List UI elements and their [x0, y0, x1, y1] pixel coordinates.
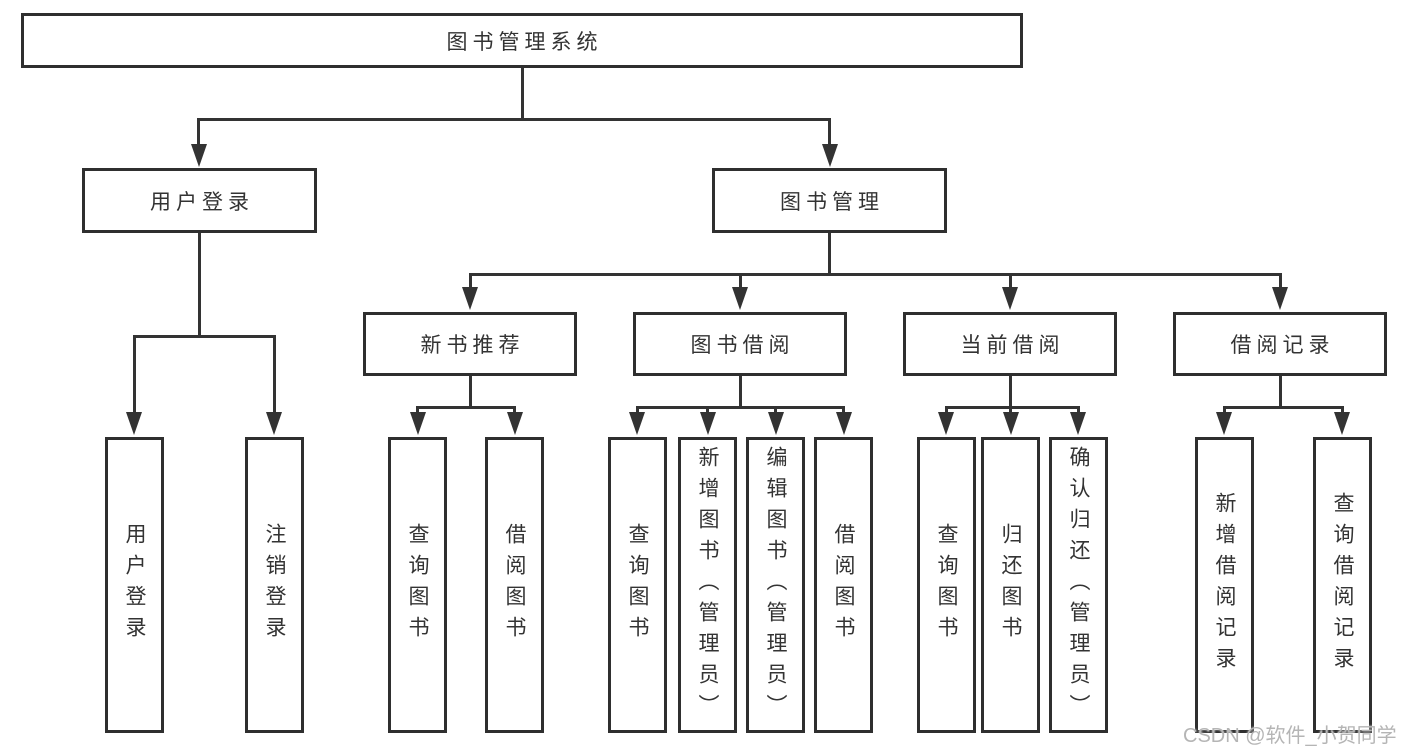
connector-rail — [416, 406, 516, 409]
leaf-return-books: 归还图书 — [981, 437, 1040, 733]
leaf-label: 新增借阅记录 — [1213, 492, 1236, 678]
connector-book-management-rail — [468, 273, 1282, 276]
arrowhead-down-icon — [732, 287, 748, 310]
connector-stem — [1008, 376, 1012, 409]
leaf-label: 注销登录 — [263, 523, 286, 647]
arrowhead-down-icon — [266, 412, 282, 435]
connector-drop — [513, 406, 516, 415]
connector-rail — [944, 406, 1080, 409]
leaf-label: 借阅图书 — [832, 523, 855, 647]
connector-drop — [1278, 273, 1282, 290]
arrowhead-down-icon — [1334, 412, 1350, 435]
connector-stem — [738, 376, 742, 409]
arrowhead-down-icon — [506, 412, 523, 435]
leaf-label: 借阅图书 — [503, 523, 526, 647]
arrowhead-down-icon — [190, 144, 207, 167]
arrowhead-down-icon — [629, 412, 645, 435]
leaf-borrow-books: 借阅图书 — [814, 437, 873, 733]
connector-drop — [1008, 273, 1012, 290]
leaf-logout: 注销登录 — [245, 437, 304, 733]
node-borrowing-records: 借阅记录 — [1173, 312, 1387, 376]
arrowhead-down-icon — [835, 412, 852, 435]
node-new-book-recommendation: 新书推荐 — [363, 312, 577, 376]
connector-drop — [738, 273, 742, 290]
arrowhead-down-icon — [1002, 287, 1018, 310]
node-book-management: 图书管理 — [712, 168, 947, 233]
connector-drop — [1341, 406, 1344, 415]
arrowhead-down-icon — [409, 412, 426, 435]
leaf-confirm-return-admin: 确认归还（管理员） — [1049, 437, 1108, 733]
leaf-label: 归还图书 — [999, 523, 1022, 647]
connector-drop — [1223, 406, 1226, 415]
arrowhead-down-icon — [126, 412, 142, 435]
connector-rail — [635, 406, 845, 409]
arrowhead-down-icon — [767, 412, 784, 435]
arrowhead-down-icon — [462, 287, 478, 310]
leaf-query-books: 查询图书 — [608, 437, 667, 733]
node-book-borrowing: 图书借阅 — [633, 312, 847, 376]
leaf-label: 查询借阅记录 — [1331, 492, 1354, 678]
arrowhead-down-icon — [1216, 412, 1232, 435]
connector-book-management-stem — [828, 233, 831, 276]
leaf-label: 编辑图书（管理员） — [764, 445, 787, 725]
connector-root-stem — [520, 68, 524, 120]
arrowhead-down-icon — [938, 412, 954, 435]
watermark-text: CSDN @软件_小贺同学 — [1183, 725, 1397, 747]
connector-drop — [774, 406, 777, 415]
leaf-label: 确认归还（管理员） — [1067, 445, 1090, 725]
connector-stem — [468, 376, 472, 409]
connector-drop — [1077, 406, 1080, 415]
connector-user-login-rail — [132, 335, 276, 338]
connector-drop — [197, 118, 200, 148]
leaf-borrow-books: 借阅图书 — [485, 437, 544, 733]
leaf-edit-book-admin: 编辑图书（管理员） — [746, 437, 805, 733]
leaf-label: 新增图书（管理员） — [696, 445, 719, 725]
arrowhead-down-icon — [821, 144, 838, 167]
leaf-query-books: 查询图书 — [388, 437, 447, 733]
connector-user-login-stem — [197, 233, 201, 338]
connector-drop — [945, 406, 948, 415]
leaf-query-books: 查询图书 — [917, 437, 976, 733]
arrowhead-down-icon — [1070, 412, 1086, 435]
leaf-query-borrow-record: 查询借阅记录 — [1313, 437, 1372, 733]
arrowhead-down-icon — [699, 412, 716, 435]
connector-drop — [828, 118, 831, 148]
connector-drop — [842, 406, 845, 415]
connector-drop — [1009, 406, 1012, 415]
connector-drop — [468, 273, 472, 290]
leaf-label: 用户登录 — [123, 523, 146, 647]
connector-drop — [416, 406, 419, 415]
connector-drop — [706, 406, 709, 415]
node-user-login: 用户登录 — [82, 168, 317, 233]
arrowhead-down-icon — [1272, 287, 1288, 310]
leaf-label: 查询图书 — [406, 523, 429, 647]
connector-drop — [132, 335, 136, 414]
leaf-label: 查询图书 — [626, 523, 649, 647]
connector-drop — [272, 335, 276, 414]
connector-drop — [635, 406, 639, 415]
leaf-add-book-admin: 新增图书（管理员） — [678, 437, 737, 733]
leaf-user-login: 用户登录 — [105, 437, 164, 733]
connector-rail — [1222, 406, 1344, 409]
node-current-borrowing: 当前借阅 — [903, 312, 1117, 376]
connector-root-rail — [197, 118, 831, 121]
leaf-label: 查询图书 — [935, 523, 958, 647]
node-library-management-system: 图书管理系统 — [21, 13, 1023, 68]
arrowhead-down-icon — [1002, 412, 1019, 435]
connector-stem — [1278, 376, 1282, 409]
leaf-add-borrow-record: 新增借阅记录 — [1195, 437, 1254, 733]
